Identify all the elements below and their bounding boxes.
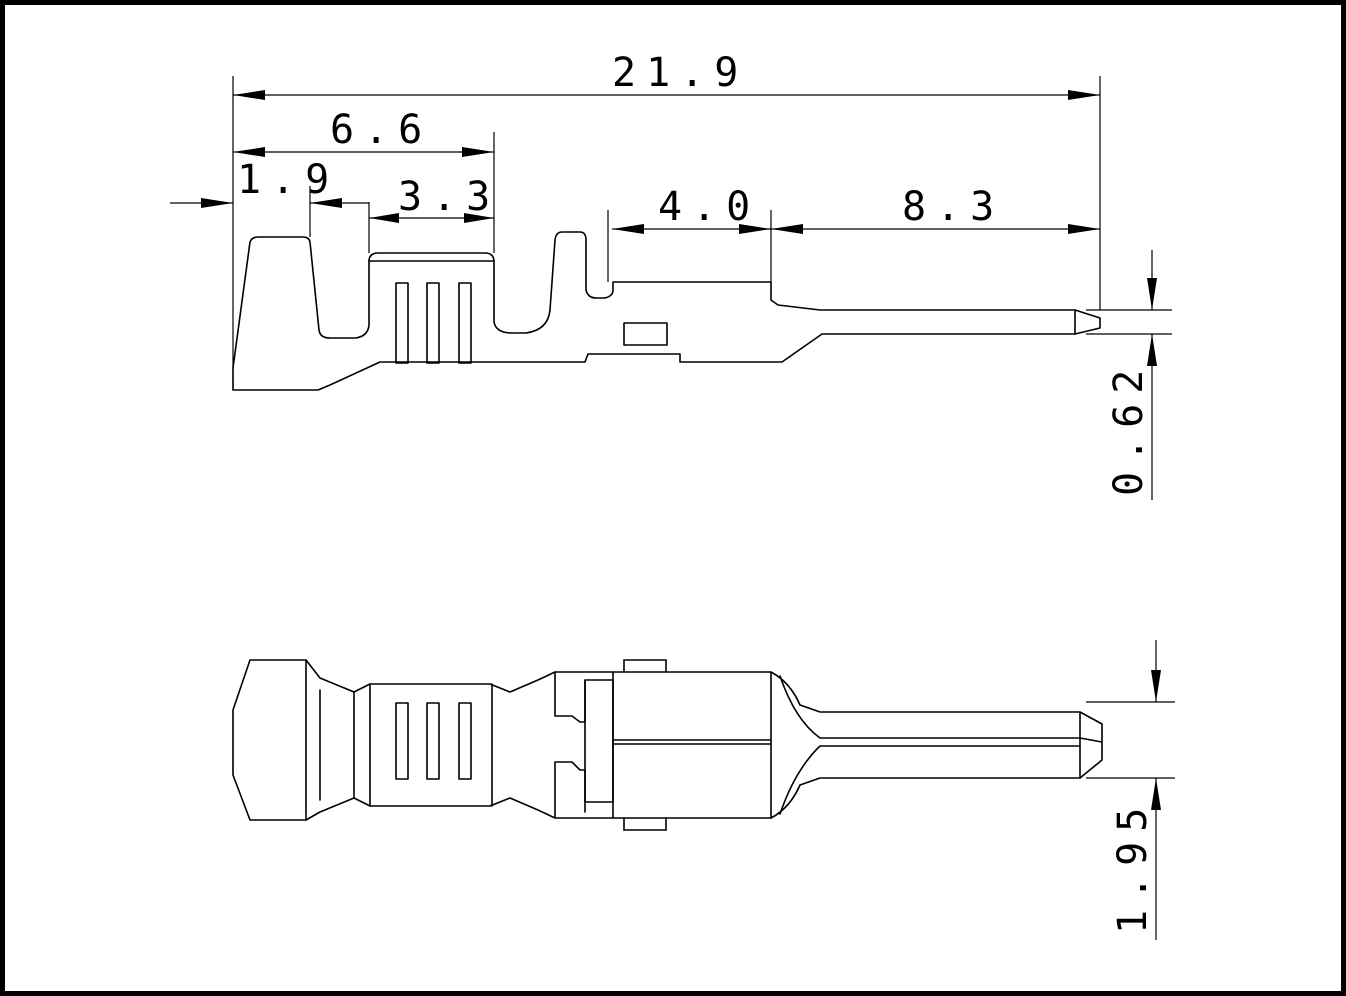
dim-crimp-arrow-left <box>233 147 265 157</box>
dim-barrel-arrow-left <box>369 213 399 223</box>
dim-thickness-label: 0.62 <box>1106 360 1152 496</box>
side-lance-window <box>623 322 668 346</box>
side-view-outline <box>232 231 1101 391</box>
side-crimp-slot-1 <box>395 282 409 364</box>
dim-width-label: 1.95 <box>1110 798 1156 934</box>
side-view <box>232 231 1101 391</box>
dim-overall-arrow-left <box>233 90 265 100</box>
side-crimp-slot-3 <box>458 282 472 364</box>
dimension-lines: 21.9 6.6 1.9 3.3 4.0 8.3 0.62 <box>170 50 1175 940</box>
dim-barrel-arrow-right <box>464 213 494 223</box>
top-crimp-slot-1 <box>395 702 409 780</box>
dim-thickness-arrow-bottom <box>1147 334 1157 366</box>
dim-pin-label: 8.3 <box>902 184 1004 230</box>
top-contact-lower-detail <box>554 761 586 819</box>
top-contact-box <box>584 679 614 803</box>
dim-thickness-arrow-top <box>1147 278 1157 310</box>
dim-barrel-label: 3.3 <box>398 174 500 220</box>
dim-pin-arrow-right <box>1068 224 1100 234</box>
dim-overall-label: 21.9 <box>612 50 748 96</box>
dim-width-arrow-top <box>1151 670 1161 702</box>
dim-body-arrow-left <box>612 224 644 234</box>
top-contact-upper-detail <box>554 671 586 723</box>
dim-body-label: 4.0 <box>658 184 760 230</box>
dim-body-arrow-right <box>739 224 771 234</box>
top-crimp-slot-2 <box>426 702 440 780</box>
top-shoulder-detail-2 <box>779 745 1081 815</box>
top-view <box>232 659 1103 831</box>
dim-insulation-label: 1.9 <box>237 157 339 203</box>
dim-insulation-arrow-left <box>201 198 233 208</box>
top-shoulder-detail <box>779 675 1103 743</box>
side-crimp-slot-2 <box>426 282 440 364</box>
dim-crimp-label: 6.6 <box>330 107 432 153</box>
dim-pin-arrow-left <box>771 224 803 234</box>
dim-insulation-arrow-right <box>310 198 342 208</box>
top-view-outline <box>232 659 1103 821</box>
dim-overall-arrow-right <box>1068 90 1100 100</box>
top-crimp-slot-3 <box>458 702 472 780</box>
dim-crimp-arrow-right <box>462 147 494 157</box>
dim-width-arrow-bottom <box>1151 778 1161 810</box>
